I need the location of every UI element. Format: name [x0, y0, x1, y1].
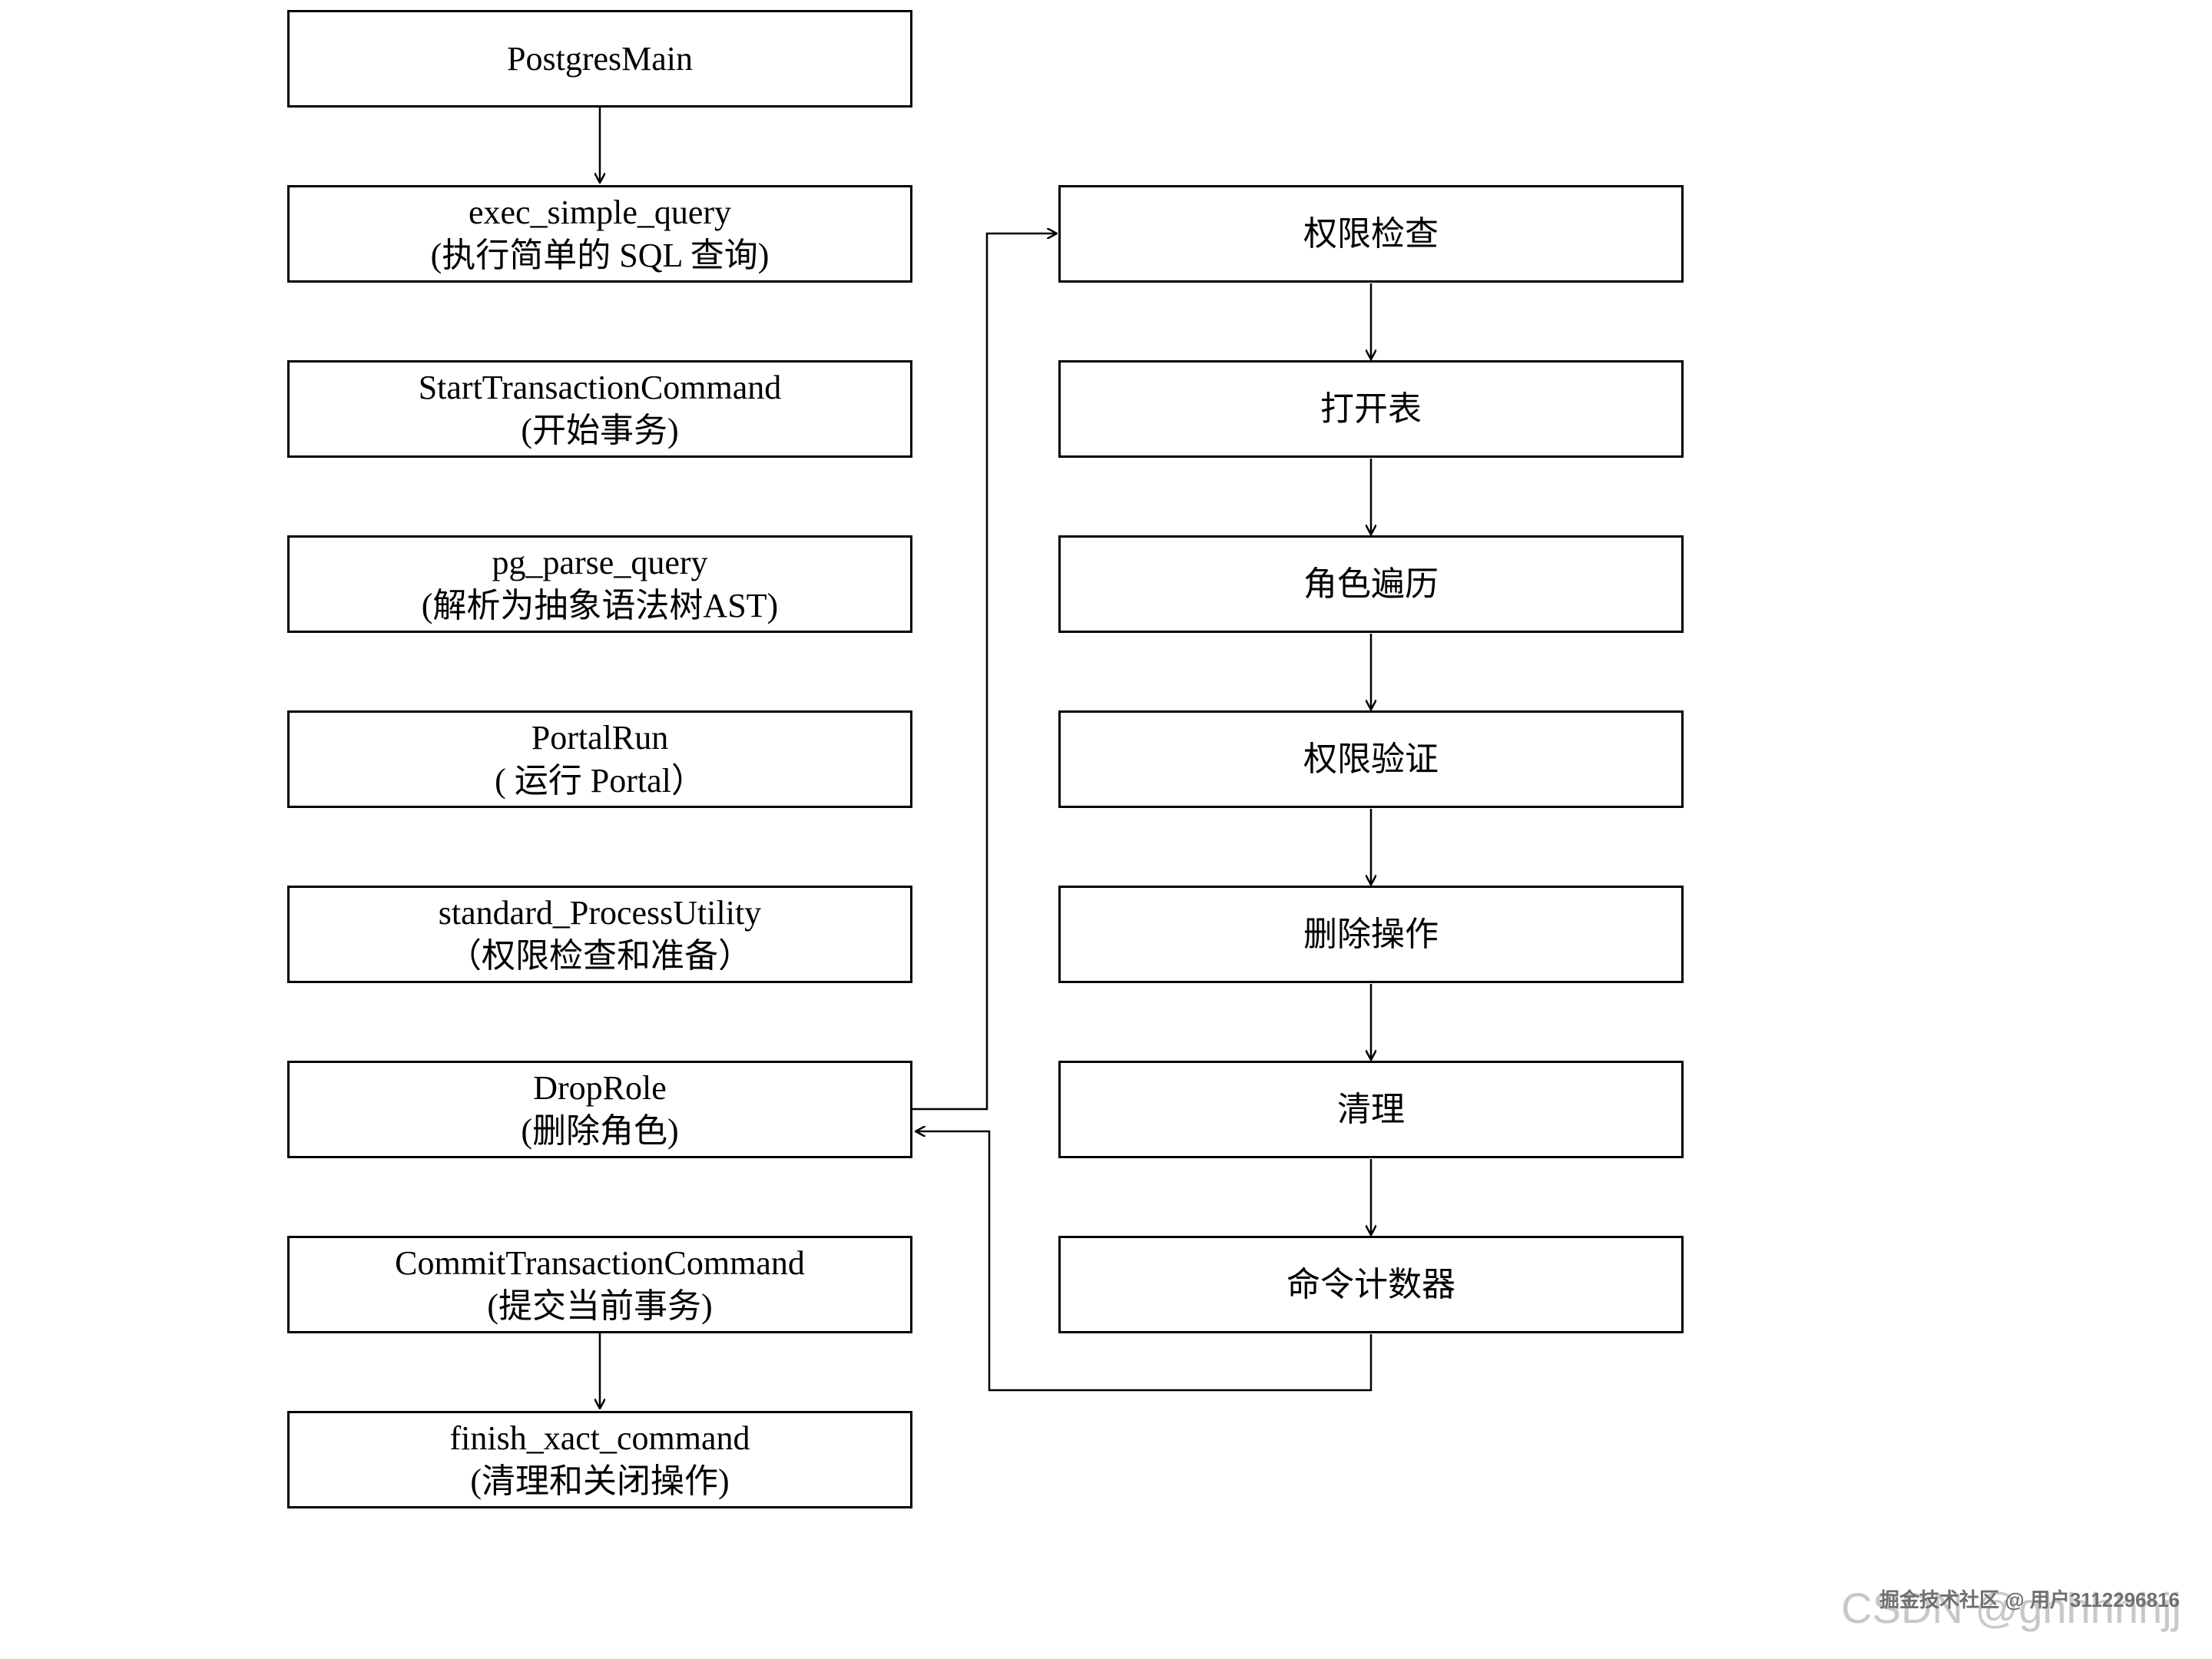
watermark-csdn: CSDN @ghhhhhjj [1841, 1584, 2181, 1632]
box-exec-simple-query-name: exec_simple_query [468, 193, 732, 231]
arrow-counter-to-droprole [916, 1131, 1373, 1392]
box-permission-check: 权限检查 [1058, 185, 1684, 283]
box-open-table-label: 打开表 [1320, 389, 1422, 428]
box-exec-simple-query-desc: (执行简单的 SQL 查询) [430, 236, 770, 274]
box-commit-transaction-command: CommitTransactionCommand (提交当前事务) [287, 1236, 912, 1333]
watermark-site: 掘金技术社区 @ 用户3112296816 [1879, 1588, 2180, 1611]
box-portal-run-name: PortalRun [531, 718, 669, 757]
box-open-table: 打开表 [1058, 360, 1684, 458]
box-portal-run-desc: ( 运行 Portal） [495, 761, 705, 800]
box-finish-xact-command-name: finish_xact_command [449, 1419, 750, 1457]
box-pg-parse-query: pg_parse_query (解析为抽象语法树AST) [287, 535, 912, 633]
box-finish-xact-command-desc: (清理和关闭操作) [470, 1462, 730, 1500]
box-cleanup: 清理 [1058, 1061, 1684, 1158]
box-portal-run: PortalRun ( 运行 Portal） [287, 710, 912, 808]
box-commit-transaction-command-name: CommitTransactionCommand [395, 1243, 805, 1282]
box-role-traversal: 角色遍历 [1058, 535, 1684, 633]
box-pg-parse-query-desc: (解析为抽象语法树AST) [421, 586, 779, 624]
box-start-transaction-command-name: StartTransactionCommand [418, 368, 782, 406]
box-permission-verify-label: 权限验证 [1303, 740, 1439, 778]
box-exec-simple-query: exec_simple_query (执行简单的 SQL 查询) [287, 185, 912, 283]
box-drop-role: DropRole (删除角色) [287, 1061, 912, 1158]
box-permission-check-label: 权限检查 [1303, 214, 1439, 253]
box-postgresmain: PostgresMain [287, 10, 912, 108]
box-pg-parse-query-name: pg_parse_query [492, 543, 708, 581]
box-postgresmain-label: PostgresMain [507, 39, 693, 78]
box-start-transaction-command-desc: (开始事务) [521, 411, 679, 449]
box-standard-process-utility: standard_ProcessUtility （权限检查和准备） [287, 886, 912, 983]
box-delete-operation-label: 删除操作 [1303, 915, 1439, 953]
box-start-transaction-command: StartTransactionCommand (开始事务) [287, 360, 912, 458]
box-command-counter-label: 命令计数器 [1286, 1265, 1455, 1303]
box-command-counter: 命令计数器 [1058, 1236, 1684, 1333]
box-drop-role-desc: (删除角色) [521, 1111, 679, 1150]
box-drop-role-name: DropRole [533, 1068, 667, 1107]
arrow-droprole-to-check [912, 233, 1057, 1111]
box-delete-operation: 删除操作 [1058, 886, 1684, 983]
box-permission-verify: 权限验证 [1058, 710, 1684, 808]
box-standard-process-utility-name: standard_ProcessUtility [438, 893, 762, 932]
box-role-traversal-label: 角色遍历 [1303, 565, 1439, 603]
box-commit-transaction-command-desc: (提交当前事务) [487, 1286, 713, 1325]
box-standard-process-utility-desc: （权限检查和准备） [448, 936, 752, 975]
box-cleanup-label: 清理 [1337, 1090, 1405, 1128]
box-finish-xact-command: finish_xact_command (清理和关闭操作) [287, 1411, 912, 1508]
